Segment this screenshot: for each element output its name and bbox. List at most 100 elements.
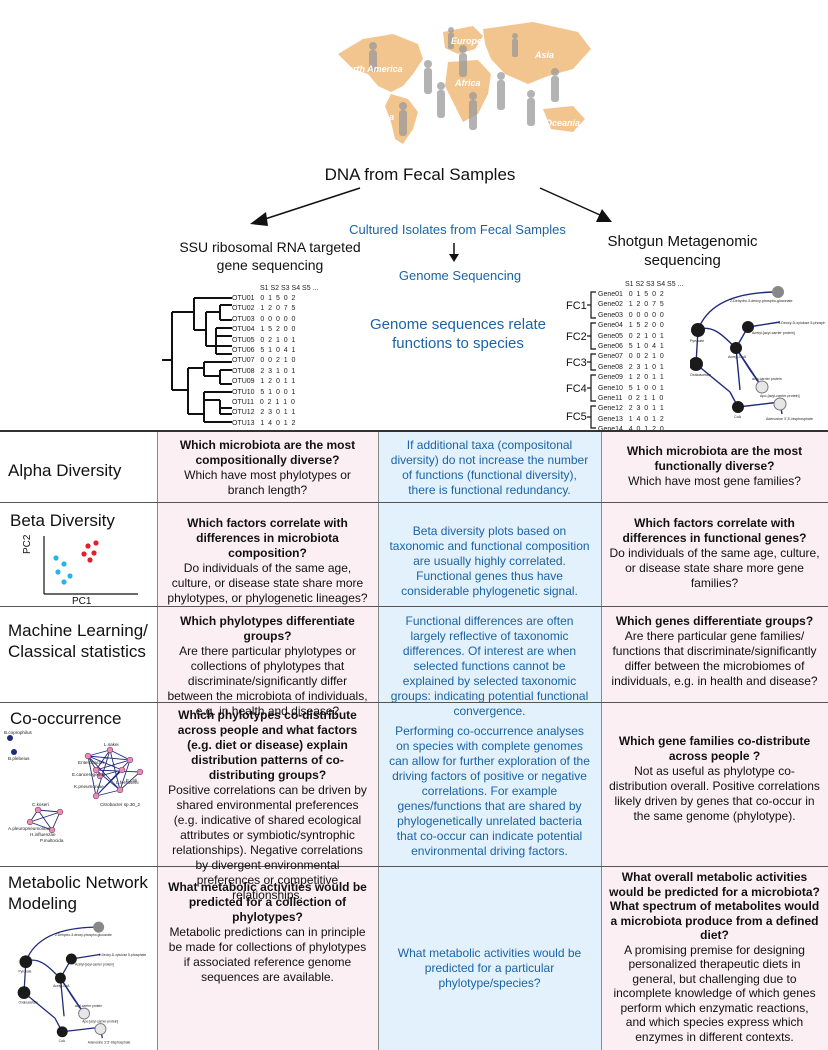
map-north-america	[338, 34, 423, 92]
meta-left-cell: What metabolic activities would be predi…	[157, 876, 378, 989]
cooccurrence-network: B.coprophilus B.plebeius L.sakei Enterob…	[4, 730, 144, 843]
net-label: Acetyl-[acyl-carrier protein]	[75, 962, 114, 966]
net-label: CoA	[734, 415, 742, 419]
net-label: CoA	[59, 1039, 66, 1043]
co-right-cell: Which gene families co-distribute across…	[601, 730, 828, 828]
otu-row: OTU13 1 4 0 1 2	[232, 419, 296, 427]
net-label: acyl-carrier protein	[75, 1004, 102, 1008]
gene-row: Gene06 5 1 0 4 1	[598, 343, 664, 351]
beta-left-question: Which factors correlate with differences…	[187, 516, 348, 560]
pc1-label: PC1	[72, 596, 92, 607]
gene-row: Gene05 0 2 1 0 1	[598, 332, 664, 340]
alpha-mid-cell: If additional taxa (compositonal diversi…	[390, 438, 589, 497]
species-label: C.koseri	[32, 802, 49, 807]
world-map-illustration: Europe Asia North America Africa Latin A…	[335, 22, 591, 144]
ml-right-cell: Which genes differentiate groups? Are th…	[601, 610, 828, 693]
net-label: Acetyl-CoA	[53, 984, 70, 988]
shotgun-heading: Shotgun Metagenomic sequencing	[607, 233, 758, 269]
alpha-left-cell: Which microbiota are the most compositio…	[157, 434, 378, 502]
ml-right-question: Which genes differentiate groups?	[615, 614, 814, 628]
net-label: Pyruvate	[19, 970, 32, 974]
otu-row: OTU11 0 2 1 1 0	[232, 399, 295, 407]
net-label: Pyruvate	[690, 339, 704, 343]
row-label-cooccurrence: Co-occurrence	[10, 709, 122, 728]
species-label: P.multocida	[40, 838, 64, 843]
right-column-bg	[601, 430, 828, 1050]
meta-left-text: Metabolic predictions can in principle b…	[168, 925, 367, 984]
species-label: L.sakei	[104, 742, 119, 747]
net-label: Adenosine 3',5'-bisphosphate	[88, 1041, 131, 1045]
phylogenetic-tree	[162, 297, 232, 423]
fc-label: FC4	[566, 383, 587, 395]
alpha-right-text: Which have most gene families?	[628, 474, 801, 488]
beta-right-question: Which factors correlate with differences…	[622, 516, 807, 545]
map-label-europe: Europe	[451, 36, 482, 46]
beta-right-cell: Which factors correlate with differences…	[601, 512, 828, 595]
map-africa	[445, 60, 491, 122]
beta-left-cell: Which factors correlate with differences…	[157, 512, 378, 610]
otu-table-header: S1 S2 S3 S4 S5 ...	[260, 285, 319, 292]
net-label: 1-Deoxy-D-xylulose 5-phosphate	[99, 953, 147, 957]
otu-row: OTU10 5 1 0 0 1	[232, 388, 296, 396]
net-label: Apo-[acyl-carrier-protein]	[82, 1020, 118, 1024]
otu-table: OTU01 0 1 5 0 2 OTU02 1 2 0 7 5 OTU03 0 0 …	[232, 294, 295, 440]
alpha-right-cell: Which microbiota are the most functional…	[601, 440, 828, 493]
map-oceania	[543, 106, 585, 132]
ml-left-text: Are there particular phylotypes or colle…	[167, 644, 368, 718]
co-left-cell: Which phylotypes co-distribute across pe…	[157, 704, 378, 907]
otu-row: OTU02 1 2 0 7 5	[232, 305, 296, 313]
net-label: 2-Dehydro-3-deoxy-phospho-gluconate	[730, 299, 793, 303]
ml-right-text: Are there particular gene families/ func…	[611, 629, 818, 688]
species-label: E.coli	[126, 778, 137, 783]
gene-row: Gene12 2 3 0 1 1	[598, 405, 664, 413]
species-label: A.pleuropneumoniae	[8, 826, 51, 831]
otu-row: OTU09 1 2 0 1 1	[232, 378, 296, 386]
species-label: K.pneumoniae	[74, 784, 104, 789]
meta-right-text: A promising premise for designing person…	[613, 942, 816, 1044]
net-label: Acetyl-[acyl-carrier protein]	[752, 331, 795, 335]
fc-label: FC5	[566, 411, 587, 423]
co-mid-cell: Performing co-occurrence analyses on spe…	[389, 724, 590, 858]
ml-left-cell: Which phylotypes differentiate groups? A…	[157, 610, 378, 723]
gene-table-header: S1 S2 S3 S4 S5 ...	[625, 281, 684, 288]
gene-row: Gene07 0 0 2 1 0	[598, 353, 664, 361]
gene-row: Gene14 4 0 1 2 0	[598, 425, 664, 435]
net-label: Apo-[acyl-carrier-protein]	[760, 394, 800, 398]
pc2-label: PC2	[22, 534, 33, 554]
ml-mid-cell: Functional differences are often largely…	[390, 614, 589, 718]
gene-row: Gene03 0 0 0 0 0	[598, 311, 664, 319]
species-label: Citrobacter sp.30_2	[100, 802, 141, 807]
row-label-ml: Machine Learning/ Classical statistics	[8, 621, 148, 661]
net-label: acyl-carrier protein	[752, 377, 782, 381]
net-label: Acetyl-CoA	[728, 355, 747, 359]
gene-row: Gene02 1 2 0 7 5	[598, 301, 664, 309]
otu-row: OTU08 2 3 1 0 1	[232, 367, 296, 375]
fc-label: FC3	[566, 357, 587, 369]
alpha-left-question: Which microbiota are the most compositio…	[179, 438, 356, 467]
otu-row: OTU05 0 2 1 0 1	[232, 336, 296, 344]
fc-label: FC1	[566, 300, 587, 312]
species-label: H.influenzae	[30, 832, 56, 837]
otu-row: OTU06 5 1 0 4 1	[232, 347, 296, 355]
pca-plot	[43, 536, 138, 595]
comparison-grid: Alpha Diversity Which microbiota are the…	[0, 430, 828, 1050]
genome-sequencing-heading: Genome Sequencing	[398, 268, 522, 283]
net-label: Oxaloacetate	[690, 373, 711, 377]
gene-row: Gene13 1 4 0 1 2	[598, 415, 664, 423]
otu-row: OTU01 0 1 5 0 2	[232, 295, 296, 302]
map-asia	[483, 22, 591, 84]
row-label-metabolic: Metabolic Network Modeling	[8, 873, 148, 913]
otu-row: OTU07 0 0 2 1 0	[232, 357, 296, 365]
people-silhouettes	[369, 27, 559, 136]
net-label: Adenosine 3',5'-bisphosphate	[766, 417, 813, 421]
fc-brackets	[587, 291, 596, 429]
map-label-latin-america: Latin America	[335, 112, 394, 122]
meta-mid-cell: What metabolic activities would be predi…	[397, 946, 582, 990]
map-label-africa: Africa	[454, 78, 481, 88]
meta-right-question: What overall metabolic activities would …	[609, 870, 820, 942]
beta-left-text: Do individuals of the same age, culture,…	[167, 561, 368, 605]
otu-row: OTU03 0 0 0 0 0	[232, 315, 296, 323]
species-label: L.fersuseni	[116, 780, 138, 785]
metabolic-network-top: 2-Dehydro-3-deoxy-phospho-gluconate 1-De…	[690, 286, 825, 421]
